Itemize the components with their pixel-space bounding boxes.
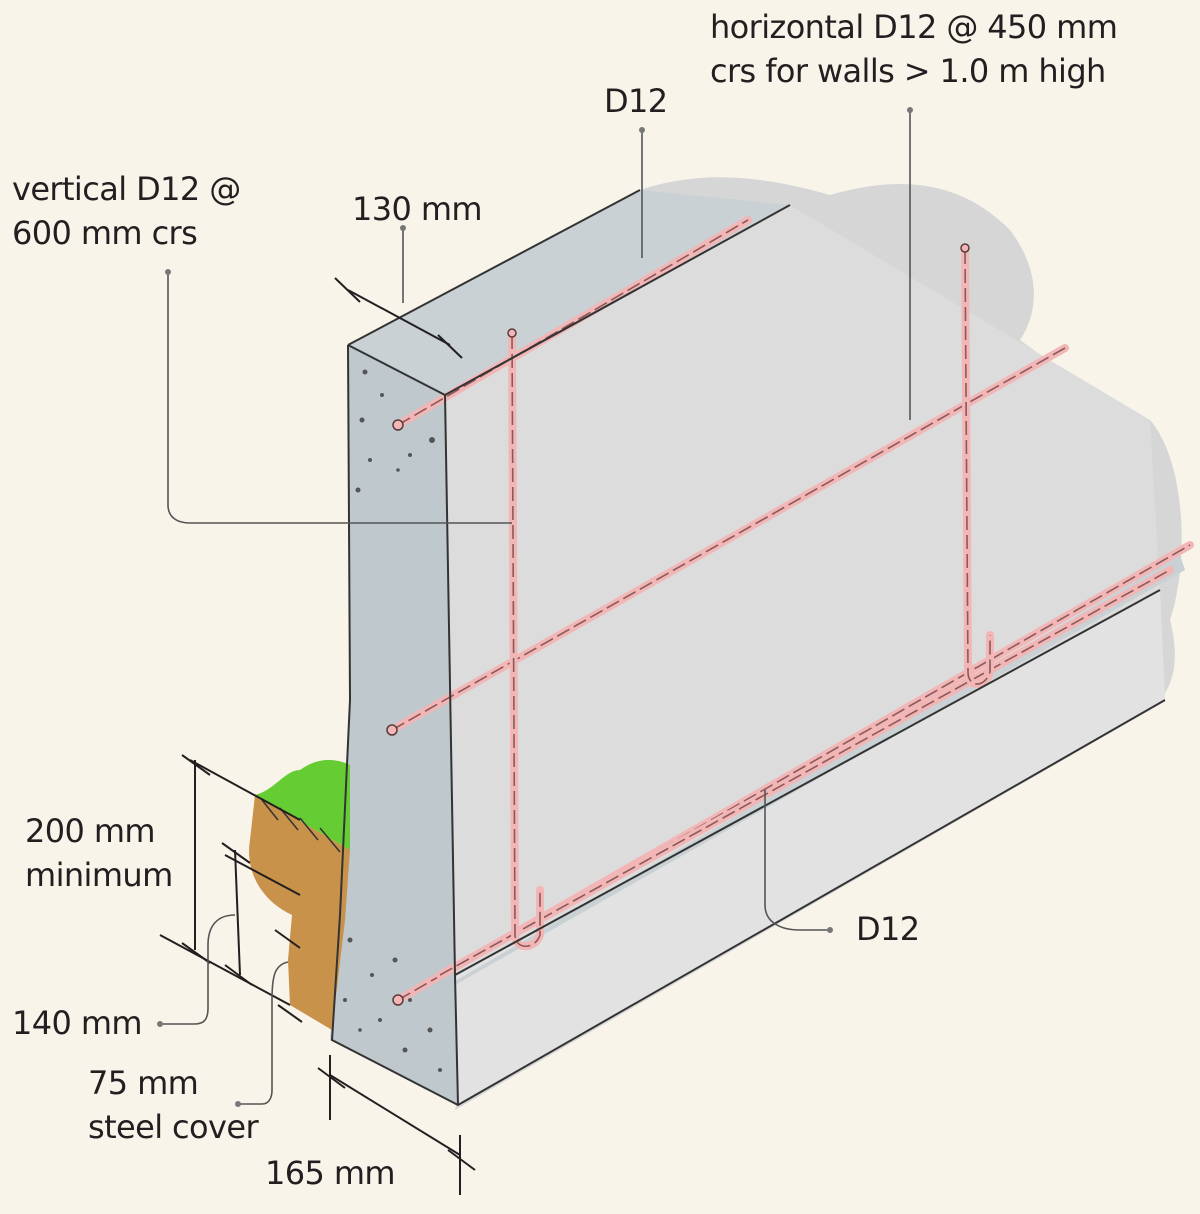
label-vertical-bars-line1: vertical D12 @ [12, 170, 241, 208]
dimension-lines [159, 277, 476, 1195]
horizontal-rebar-middle [388, 344, 1069, 734]
label-vertical-bars-line2: 600 mm crs [12, 214, 198, 252]
rebar-end-caps [386, 243, 970, 1006]
leader-lines [160, 110, 911, 1105]
footing-rebar [436, 566, 1174, 979]
label-footing-width: 165 mm [265, 1154, 396, 1192]
label-bottom-bar: D12 [856, 910, 920, 948]
wall-outline [330, 189, 1166, 1107]
label-horizontal-bars-line1: horizontal D12 @ 450 mm [710, 8, 1118, 46]
horizontal-rebar-top [394, 216, 752, 429]
vertical-rebar-back [961, 246, 994, 688]
soil-section [249, 795, 350, 1030]
leader-dots [157, 107, 913, 1107]
label-min-depth-line1: 200 mm [25, 812, 156, 850]
footing-face [455, 590, 1165, 1105]
vertical-rebar-front [508, 331, 544, 951]
wall-top-face [348, 190, 790, 395]
grass [255, 760, 350, 850]
label-cover-line2: steel cover [88, 1108, 259, 1146]
label-cover-line1: 75 mm [88, 1064, 199, 1102]
label-top-bar: D12 [604, 82, 668, 120]
label-horizontal-bars-line2: crs for walls > 1.0 m high [710, 52, 1106, 90]
label-wall-thickness: 130 mm [352, 190, 483, 228]
label-footing-depth: 140 mm [12, 1004, 143, 1042]
label-min-depth-line2: minimum [25, 856, 173, 894]
